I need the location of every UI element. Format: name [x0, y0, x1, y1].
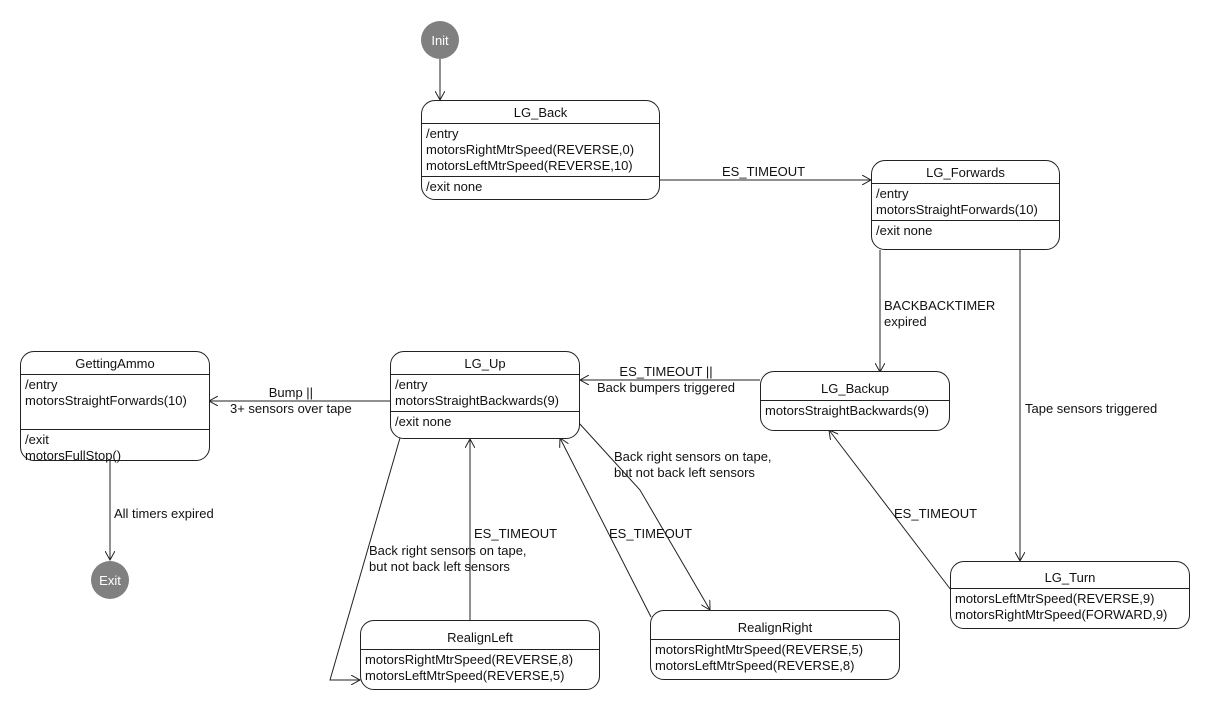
state-title: LG_Turn	[951, 562, 1189, 589]
arrow-realign-right-to-lg-up	[560, 438, 652, 618]
state-exit-actions: /exit none	[872, 220, 1059, 241]
state-title: LG_Up	[391, 352, 579, 375]
state-exit-actions: /exit motorsFullStop()	[21, 429, 209, 466]
label-ammo-to-exit: All timers expired	[114, 506, 214, 521]
state-lg-up: LG_Up /entry motorsStraightBackwards(9) …	[390, 351, 580, 439]
state-title: RealignLeft	[361, 621, 599, 650]
label-line: 3+ sensors over tape	[230, 401, 352, 416]
state-exit-actions: /exit none	[422, 176, 659, 197]
state-title: LG_Forwards	[872, 161, 1059, 184]
action-line: motorsStraightForwards(10)	[25, 393, 187, 408]
state-lg-back: LG_Back /entry motorsRightMtrSpeed(REVER…	[421, 100, 660, 200]
state-lg-backup: LG_Backup motorsStraightBackwards(9)	[760, 371, 950, 431]
arrow-lg-up-to-realign-left	[329, 437, 401, 680]
action-line: motorsRightMtrSpeed(REVERSE,8)	[365, 652, 574, 667]
label-line: Back right sensors on tape,	[369, 543, 527, 558]
action-line: motorsStraightForwards(10)	[876, 202, 1038, 217]
state-lg-turn: LG_Turn motorsLeftMtrSpeed(REVERSE,9) mo…	[950, 561, 1190, 629]
label-realign-right-to-up: ES_TIMEOUT	[609, 526, 693, 541]
state-lg-forwards: LG_Forwards /entry motorsStraightForward…	[871, 160, 1060, 250]
state-title: GettingAmmo	[21, 352, 209, 375]
init-pseudostate: Init	[421, 21, 459, 59]
label-line: ES_TIMEOUT ||	[619, 364, 713, 379]
action-line: /exit	[25, 432, 49, 447]
label-line: BACKBACKTIMER	[884, 298, 996, 313]
label-line: Bump ||	[268, 385, 314, 400]
arrow-lg-up-to-realign-right	[578, 422, 710, 610]
action-line: /entry	[25, 377, 58, 392]
label-up-to-realign-right: Back right sensors on tape, but not back…	[614, 449, 772, 481]
label-line: expired	[884, 314, 927, 329]
label-line: Back bumpers triggered	[597, 380, 736, 395]
action-line: motorsFullStop()	[25, 448, 122, 463]
action-line: motorsLeftMtrSpeed(REVERSE,8)	[655, 658, 855, 673]
label-up-to-ammo: Bump || 3+ sensors over tape	[230, 385, 352, 417]
label-back-to-forwards: ES_TIMEOUT	[722, 164, 806, 179]
state-entry-actions: /entry motorsStraightForwards(10)	[21, 375, 209, 429]
state-entry-actions: /entry motorsStraightBackwards(9)	[391, 375, 579, 411]
action-line: /entry	[876, 186, 909, 201]
action-line: /exit none	[395, 414, 452, 429]
label-forwards-to-backup: BACKBACKTIMER expired	[884, 298, 995, 330]
action-line: /entry	[395, 377, 428, 392]
state-exit-actions: /exit none	[391, 411, 579, 432]
action-line: motorsStraightBackwards(9)	[765, 403, 929, 418]
state-entry-actions: motorsLeftMtrSpeed(REVERSE,9) motorsRigh…	[951, 589, 1189, 625]
arrow-lg-turn-to-lg-backup	[829, 430, 952, 591]
label-up-to-realign-left: Back right sensors on tape, but not back…	[369, 543, 527, 575]
label-line: but not back left sensors	[614, 465, 755, 480]
state-realign-left: RealignLeft motorsRightMtrSpeed(REVERSE,…	[360, 620, 600, 690]
action-line: motorsRightMtrSpeed(REVERSE,0)	[426, 142, 635, 157]
exit-label: Exit	[99, 572, 121, 588]
state-entry-actions: motorsRightMtrSpeed(REVERSE,8) motorsLef…	[361, 650, 599, 686]
action-line: motorsLeftMtrSpeed(REVERSE,9)	[955, 591, 1155, 606]
label-turn-to-backup: ES_TIMEOUT	[894, 506, 978, 521]
state-title: LG_Backup	[761, 372, 949, 401]
state-title: RealignRight	[651, 611, 899, 640]
exit-pseudostate: Exit	[91, 561, 129, 599]
state-entry-actions: motorsStraightBackwards(9)	[761, 401, 949, 421]
state-getting-ammo: GettingAmmo /entry motorsStraightForward…	[20, 351, 210, 463]
state-title: LG_Back	[422, 101, 659, 124]
label-line: Back right sensors on tape,	[614, 449, 772, 464]
state-entry-actions: /entry motorsStraightForwards(10)	[872, 184, 1059, 220]
action-line: motorsRightMtrSpeed(FORWARD,9)	[955, 607, 1168, 622]
label-realign-left-to-up: ES_TIMEOUT	[474, 526, 558, 541]
state-entry-actions: /entry motorsRightMtrSpeed(REVERSE,0) mo…	[422, 124, 659, 176]
state-realign-right: RealignRight motorsRightMtrSpeed(REVERSE…	[650, 610, 900, 680]
action-line: motorsRightMtrSpeed(REVERSE,5)	[655, 642, 864, 657]
label-backup-to-up: ES_TIMEOUT || Back bumpers triggered	[597, 364, 735, 396]
state-entry-actions: motorsRightMtrSpeed(REVERSE,5) motorsLef…	[651, 640, 899, 676]
label-line: but not back left sensors	[369, 559, 510, 574]
action-line: motorsLeftMtrSpeed(REVERSE,5)	[365, 668, 565, 683]
action-line: motorsLeftMtrSpeed(REVERSE,10)	[426, 158, 633, 173]
action-line: /exit none	[876, 223, 933, 238]
label-forwards-to-turn: Tape sensors triggered	[1025, 401, 1158, 416]
action-line: /entry	[426, 126, 459, 141]
action-line: motorsStraightBackwards(9)	[395, 393, 559, 408]
init-label: Init	[431, 32, 449, 48]
action-line: /exit none	[426, 179, 483, 194]
